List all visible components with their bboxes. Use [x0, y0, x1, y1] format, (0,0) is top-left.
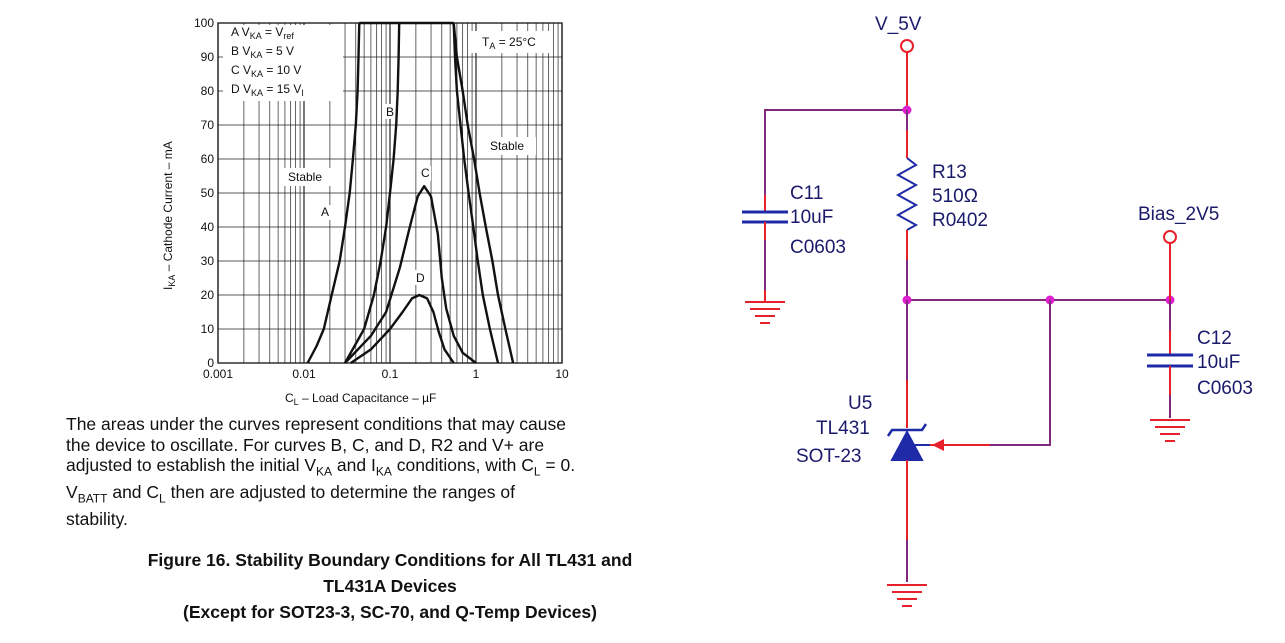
- legend-entry: C VKA = 10 V: [231, 63, 301, 79]
- curve-label-box: [412, 270, 426, 285]
- c12-package: C0603: [1197, 378, 1253, 399]
- chart-legend: A VKA = Vref B VKA = 5 V C VKA = 10 V D VKA…: [231, 25, 304, 98]
- r13-package: R0402: [932, 210, 988, 231]
- temp-label: TA = 25°C: [482, 35, 536, 51]
- y-tick-label: 40: [201, 220, 215, 234]
- ground-icon: [887, 584, 927, 607]
- y-tick-label: 70: [201, 118, 215, 132]
- arrow-icon: [932, 439, 944, 451]
- x-tick-label: 1: [473, 367, 480, 381]
- stability-chart: 0 10 20 30 40 50 60 70 80 90 100 0.001 0.01 0.1 1 10 A…: [161, 16, 569, 407]
- y-tick-label: 20: [201, 288, 215, 302]
- u5-value: TL431: [816, 418, 870, 439]
- legend-entry: D VKA = 15 VI: [231, 82, 304, 98]
- c12-ref: C12: [1197, 328, 1232, 349]
- caption-line: adjusted to establish the initial VKA an…: [66, 455, 576, 479]
- curve-d: [350, 293, 455, 364]
- curve-label-c: C: [421, 166, 430, 180]
- x-tick-label: 0.1: [382, 367, 399, 381]
- stable-right-label: Stable: [490, 139, 524, 153]
- curve-label-d: D: [416, 271, 425, 285]
- x-tick-label: 0.01: [292, 367, 316, 381]
- wire: [764, 109, 907, 195]
- wire: [990, 300, 1051, 446]
- c11-capacitor-icon[interactable]: [742, 210, 788, 224]
- curve-label-box: [317, 205, 331, 220]
- y-tick-label: 10: [201, 322, 215, 336]
- x-tick-label: 0.001: [203, 367, 233, 381]
- legend-entry: B VKA = 5 V: [231, 44, 294, 60]
- y-tick-label: 90: [201, 50, 215, 64]
- legend-box: [223, 25, 343, 101]
- v5v-net-label: V_5V: [875, 14, 922, 35]
- curve-c: [344, 184, 477, 364]
- x-tick-label: 10: [555, 367, 569, 381]
- curve-a-right: [452, 22, 515, 364]
- caption-line: stability.: [66, 509, 128, 529]
- y-tick-label: 0: [207, 356, 214, 370]
- curve-label-b: B: [386, 105, 394, 119]
- c11-package: C0603: [790, 237, 846, 258]
- c12-value: 10uF: [1197, 352, 1240, 373]
- y-tick-label: 60: [201, 152, 215, 166]
- curve-label-box: [417, 166, 431, 181]
- schematic: V_5V C11 10uF C0603 R13 510Ω R0402 Bias_…: [742, 14, 1253, 607]
- stable-right-box: [486, 137, 536, 155]
- figure-description: The areas under the curves represent con…: [66, 414, 686, 530]
- caption-line: the device to oscillate. For curves B, C…: [66, 434, 545, 455]
- legend-entry: A VKA = Vref: [231, 25, 294, 41]
- caption-line: The areas under the curves represent con…: [66, 414, 566, 434]
- r13-ref: R13: [932, 162, 967, 183]
- x-tick-labels: 0.001 0.01 0.1 1 10: [203, 367, 569, 381]
- ground-icon: [745, 301, 785, 324]
- curve-b: [343, 22, 401, 364]
- u5-tl431-shunt-icon[interactable]: [886, 423, 930, 461]
- y-tick-label: 100: [194, 16, 214, 30]
- curve-label-a: A: [321, 205, 329, 219]
- c12-capacitor-icon[interactable]: [1147, 353, 1193, 368]
- temp-label-box: [470, 31, 552, 53]
- r13-resistor-icon[interactable]: [895, 157, 919, 231]
- stable-left-label: Stable: [288, 170, 322, 184]
- figure-title-line: TL431A Devices: [323, 576, 457, 596]
- y-axis-label: IKA – Cathode Current – mA: [161, 141, 177, 290]
- v5v-port-icon[interactable]: [900, 39, 914, 53]
- curve-b-right: [452, 22, 500, 364]
- y-tick-label: 50: [201, 186, 215, 200]
- u5-ref: U5: [848, 393, 872, 414]
- u5-package: SOT-23: [796, 446, 861, 467]
- y-tick-label: 30: [201, 254, 215, 268]
- chart-curves: [306, 21, 515, 364]
- figure-title-line: (Except for SOT23-3, SC-70, and Q-Temp D…: [183, 602, 597, 622]
- figure-title-line: Figure 16. Stability Boundary Conditions…: [147, 550, 633, 570]
- x-axis-label: CL – Load Capacitance – µF: [285, 391, 436, 407]
- curve-label-box: [382, 104, 396, 119]
- y-tick-label: 80: [201, 84, 215, 98]
- figure-title: Figure 16. Stability Boundary Conditions…: [60, 547, 720, 625]
- caption-line: VBATT and CL then are adjusted to determ…: [66, 482, 515, 506]
- r13-value: 510Ω: [932, 186, 978, 207]
- stable-left-box: [284, 168, 332, 186]
- bias-port-icon[interactable]: [1163, 230, 1177, 244]
- c11-ref: C11: [790, 183, 823, 204]
- y-tick-labels: 0 10 20 30 40 50 60 70 80 90 100: [194, 16, 214, 370]
- ground-icon: [1150, 419, 1190, 442]
- bias-net-label: Bias_2V5: [1138, 204, 1219, 225]
- curve-a: [306, 22, 361, 364]
- c11-value: 10uF: [790, 207, 833, 228]
